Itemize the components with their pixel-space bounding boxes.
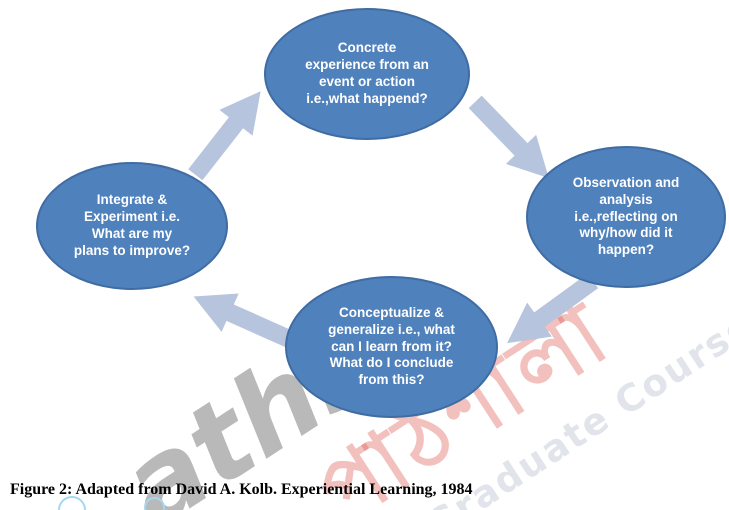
cycle-node-conceptualize-generalize: Conceptualize & generalize i.e., what ca… <box>285 276 498 418</box>
node-label: Conceptualize & generalize i.e., what ca… <box>328 304 455 388</box>
node-label: Concrete experience from an event or act… <box>305 40 429 106</box>
figure-caption: Figure 2: Adapted from David A. Kolb. Ex… <box>10 481 473 498</box>
cycle-arrow-left-to-top-icon <box>176 75 280 190</box>
cycle-node-concrete-experience: Concrete experience from an event or act… <box>264 8 470 140</box>
cycle-node-integrate-experiment: Integrate & Experiment i.e. What are my … <box>36 162 228 290</box>
node-label: Integrate & Experiment i.e. What are my … <box>73 192 191 258</box>
node-label: Observation and analysis i.e.,reflecting… <box>572 174 680 258</box>
cycle-arrow-top-to-right-icon <box>457 84 567 195</box>
cycle-arrow-bottom-to-left-icon <box>182 275 301 362</box>
cycle-arrow-right-to-bottom-icon <box>492 261 608 363</box>
cycle-node-observation-analysis: Observation and analysis i.e.,reflecting… <box>526 146 726 288</box>
